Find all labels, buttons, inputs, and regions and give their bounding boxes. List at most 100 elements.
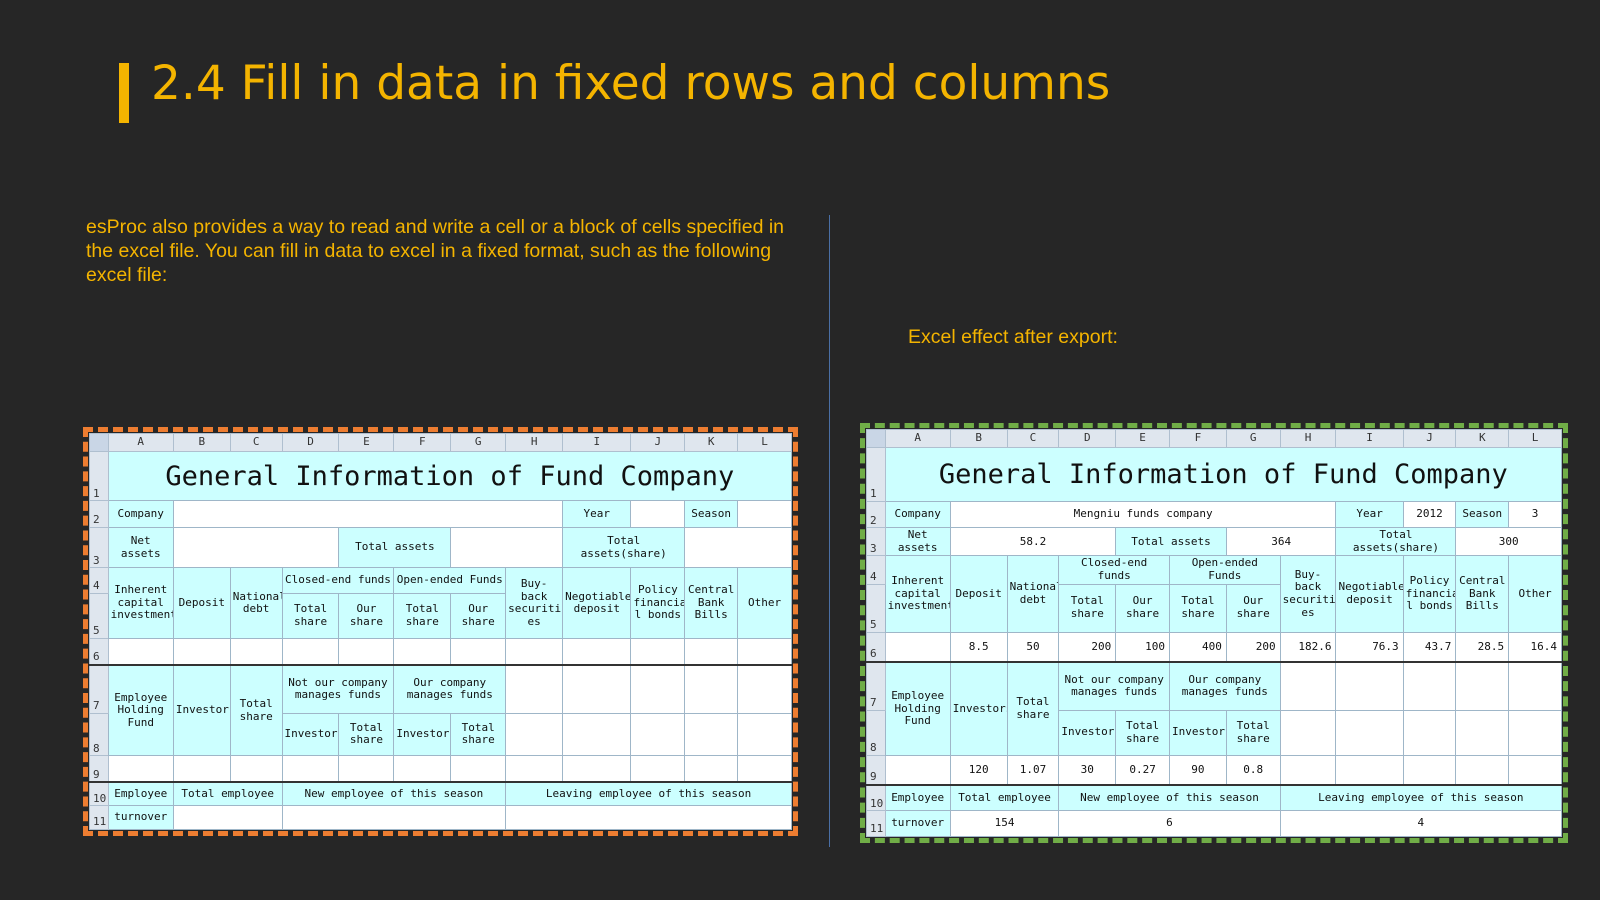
value-cell[interactable] [505,637,564,667]
total-assets-share-label-cell[interactable]: Total assets(share) [562,526,686,569]
empty-cell[interactable] [1279,754,1337,787]
empty-cell[interactable] [1335,661,1404,711]
empty-cell[interactable] [737,664,792,714]
value-cell[interactable]: 50 [1006,631,1060,664]
season-label-cell[interactable]: Season [1455,500,1510,529]
value-cell[interactable]: 1.07 [1006,754,1060,787]
row-header[interactable]: 9 [866,754,886,787]
col-header[interactable]: E [1115,428,1170,449]
value-cell[interactable] [737,637,792,667]
total-share-sub-cell[interactable]: Total share [450,712,507,757]
open-total-share-cell[interactable]: Total share [393,593,452,639]
total-share-sub-cell[interactable]: Total share [1225,709,1281,756]
total-employee-label-cell[interactable]: Total employee [949,784,1060,812]
value-cell[interactable] [884,754,951,787]
deposit-cell[interactable]: Deposit [949,555,1008,633]
row-header[interactable]: 11 [89,805,109,830]
col-header[interactable]: L [737,432,792,453]
investors-sub-cell[interactable]: Investors [1168,709,1227,756]
col-header[interactable]: C [1006,428,1060,449]
empty-cell[interactable] [684,755,739,784]
col-header[interactable]: A [884,428,951,449]
col-header[interactable]: I [562,432,632,453]
col-header[interactable]: H [505,432,564,453]
empty-cell[interactable] [505,664,564,714]
employee-holding-cell[interactable]: Employee Holding Fund [884,661,951,756]
leaving-employee-value-cell[interactable] [505,805,792,830]
col-header[interactable]: B [949,428,1008,449]
total-employee-label-cell[interactable]: Total employee [172,781,283,807]
col-header[interactable]: F [1168,428,1227,449]
value-cell[interactable] [107,637,174,667]
col-header[interactable]: L [1508,428,1562,449]
leaving-employee-value-cell[interactable]: 4 [1279,810,1563,837]
season-label-cell[interactable]: Season [684,500,739,528]
value-cell[interactable]: 400 [1168,631,1227,664]
total-share-sub-cell[interactable]: Total share [338,712,395,757]
value-cell[interactable]: 28.5 [1455,631,1510,664]
row-header[interactable]: 1 [89,451,109,502]
total-assets-share-value-cell[interactable]: 300 [1455,527,1562,557]
year-label-cell[interactable]: Year [1335,500,1404,529]
empty-cell[interactable] [1402,709,1457,756]
col-header[interactable]: A [107,432,174,453]
row-header[interactable]: 3 [866,527,886,557]
new-employee-value-cell[interactable] [281,805,507,830]
col-header[interactable]: E [338,432,395,453]
total-assets-share-label-cell[interactable]: Total assets(share) [1335,527,1457,557]
turnover-label-cell[interactable]: turnover [107,805,174,830]
other-cell[interactable]: Other [1508,555,1562,633]
empty-cell[interactable] [1455,754,1510,787]
value-cell[interactable] [884,631,951,664]
investors-sub-cell[interactable]: Investors [393,712,452,757]
total-employee-value-cell[interactable]: 154 [949,810,1060,837]
empty-cell[interactable] [1335,709,1404,756]
open-ended-funds-cell[interactable]: Open-ended Funds [1168,555,1281,585]
col-header[interactable]: I [1335,428,1404,449]
empty-cell[interactable] [1508,661,1562,711]
value-cell[interactable] [229,637,283,667]
value-cell[interactable]: 200 [1058,631,1117,664]
col-header[interactable]: D [1058,428,1117,449]
total-share-cell[interactable]: Total share [1006,661,1060,756]
empty-cell[interactable] [1455,661,1510,711]
company-label-cell[interactable]: Company [884,500,951,529]
value-cell[interactable] [450,637,507,667]
row-header[interactable]: 2 [89,500,109,528]
empty-cell[interactable] [1279,661,1337,711]
employee-holding-cell[interactable]: Employee Holding Fund [107,664,174,757]
value-cell[interactable] [281,755,340,784]
row-header[interactable]: 4 [866,555,886,585]
value-cell[interactable]: 90 [1168,754,1227,787]
year-label-cell[interactable]: Year [562,500,632,528]
row-header[interactable]: 10 [866,784,886,812]
row-header[interactable]: 7 [89,664,109,714]
value-cell[interactable]: 8.5 [949,631,1008,664]
open-ended-funds-cell[interactable]: Open-ended Funds [393,567,507,595]
value-cell[interactable] [338,637,395,667]
col-header[interactable]: J [630,432,686,453]
value-cell[interactable]: 30 [1058,754,1117,787]
row-header[interactable]: 5 [89,593,109,639]
row-header[interactable]: 2 [866,500,886,529]
leaving-employee-label-cell[interactable]: Leaving employee of this season [505,781,792,807]
open-our-share-cell[interactable]: Our share [450,593,507,639]
col-header[interactable]: G [1225,428,1281,449]
empty-cell[interactable] [630,664,686,714]
row-header[interactable]: 11 [866,810,886,837]
empty-cell[interactable] [1402,754,1457,787]
empty-cell[interactable] [737,712,792,757]
col-header[interactable]: J [1402,428,1457,449]
value-cell[interactable] [630,637,686,667]
empty-cell[interactable] [505,712,564,757]
net-assets-label-cell[interactable]: Net assets [107,526,174,569]
company-value-cell[interactable] [172,500,564,528]
value-cell[interactable] [281,637,340,667]
col-header[interactable]: G [450,432,507,453]
row-header[interactable]: 4 [89,567,109,595]
national-debt-cell[interactable]: National debt [229,567,283,639]
empty-cell[interactable] [1508,709,1562,756]
total-share-sub-cell[interactable]: Total share [1115,709,1170,756]
company-label-cell[interactable]: Company [107,500,174,528]
not-our-company-cell[interactable]: Not our company manages funds [1058,661,1170,711]
